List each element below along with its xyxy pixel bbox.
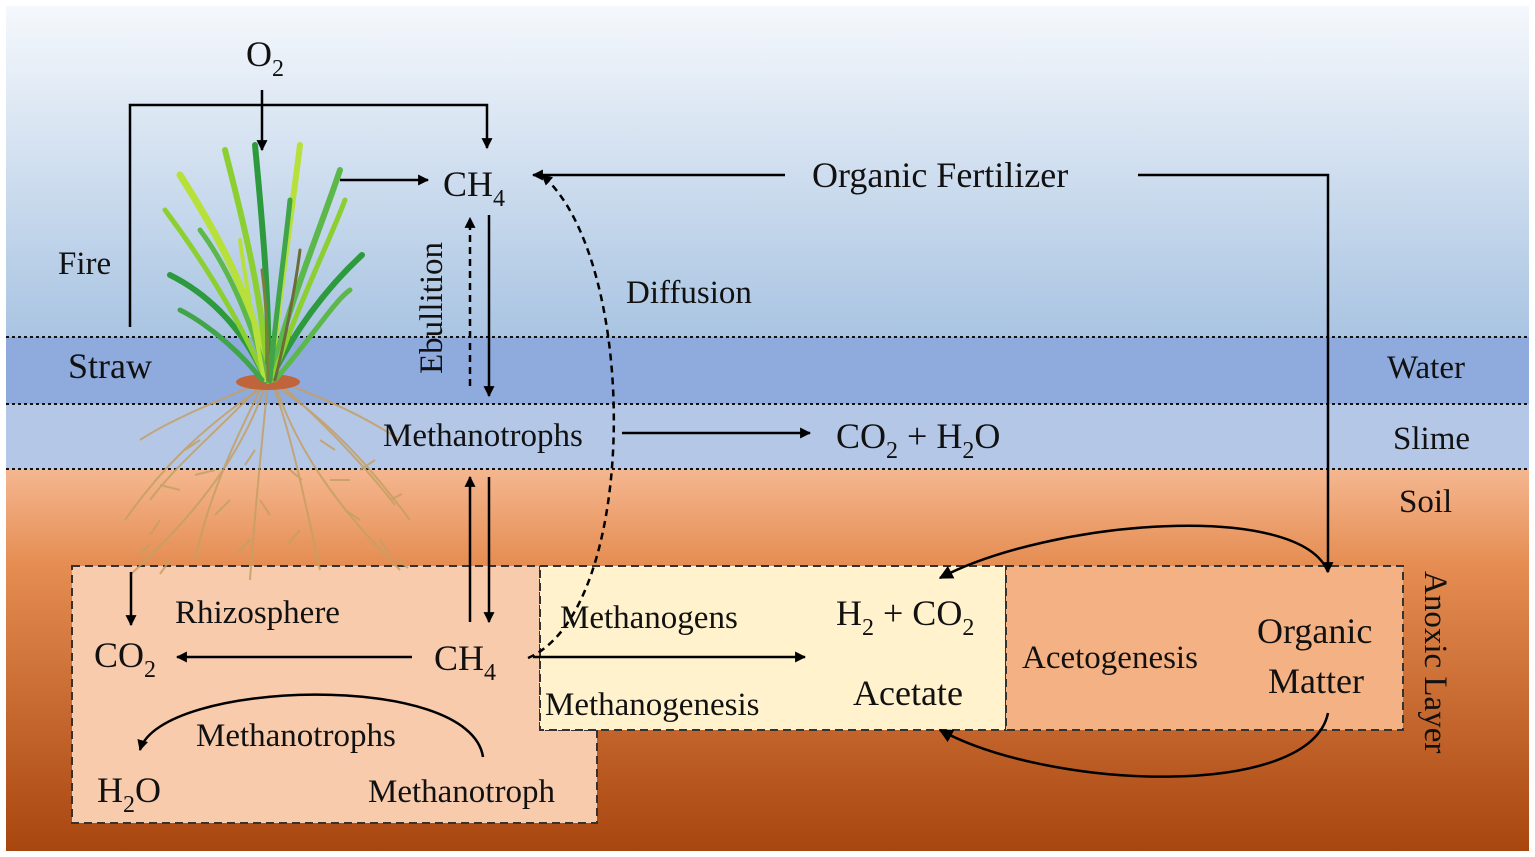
acetogenesis-label: Acetogenesis (1022, 640, 1198, 676)
acetogenesis-top-arrow (938, 524, 1330, 580)
rhizosphere-co2-label: CO2 (94, 635, 156, 683)
organic-label: Organic (1257, 611, 1372, 651)
methanogenesis-label: Methanogenesis (545, 687, 759, 723)
organic-fertilizer-label: Organic Fertilizer (812, 155, 1068, 195)
slime-layer-label: Slime (1393, 421, 1470, 457)
acetogenesis-bottom-arrow (938, 712, 1330, 778)
water-layer-label: Water (1387, 350, 1465, 386)
acetate-label: Acetate (853, 673, 963, 713)
h2o-label: H2O (97, 770, 161, 818)
rhizosphere-ch4-label: CH4 (434, 638, 496, 686)
methanogens-label: Methanogens (560, 600, 738, 636)
matter-label: Matter (1268, 661, 1364, 701)
methanogenesis-box (539, 565, 1007, 731)
rice-plant (162, 142, 365, 384)
o2-label: O2 (246, 34, 284, 82)
acetogenesis-box (1005, 565, 1404, 731)
ebullition-label: Ebullition (414, 242, 450, 374)
ch4-atmosphere-label: CH4 (443, 164, 505, 212)
h2-co2-label: H2 + CO2 (836, 593, 974, 641)
slime-methanotrophs-label: Methanotrophs (383, 418, 583, 454)
slime-layer (6, 404, 1529, 469)
diffusion-arrow (527, 174, 616, 660)
rhizosphere-methanotrophs-label: Methanotrophs (196, 718, 396, 754)
straw-label: Straw (68, 346, 152, 386)
anoxic-layer-label: Anoxic Layer (1417, 571, 1453, 753)
methanotroph-label: Methanotroph (368, 774, 555, 810)
fire-label: Fire (58, 246, 111, 282)
soil-layer-label: Soil (1399, 484, 1452, 520)
rice-roots (124, 379, 411, 581)
co2-h2o-label: CO2 + H2O (836, 416, 1000, 464)
arrows (125, 90, 1334, 778)
diffusion-label: Diffusion (626, 275, 752, 311)
rhizosphere-label: Rhizosphere (175, 595, 340, 631)
methanotroph-curve-arrow (137, 693, 485, 758)
fertilizer-matter-arrow (1138, 173, 1334, 574)
fire-arrow (128, 103, 493, 327)
